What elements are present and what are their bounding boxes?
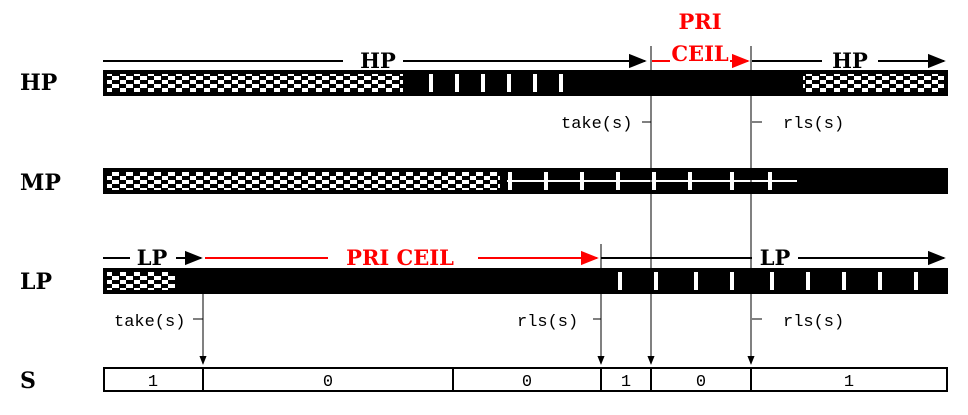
event-markers — [199, 46, 755, 365]
lp-hp-release-event-label: rls(s) — [783, 313, 844, 332]
hp-ceil-label-pri: PRI — [678, 9, 721, 34]
hp-phase-label-after: HP — [832, 48, 868, 73]
lp-phase-label-before: LP — [137, 245, 168, 270]
hp-ready-segment — [803, 74, 944, 92]
mp-ready-segment — [107, 172, 500, 190]
mp-blocked-ticks — [508, 172, 772, 190]
hp-take-event-label: take(s) — [561, 115, 632, 134]
hp-blocked-ticks — [429, 74, 563, 92]
semaphore-value: 1 — [148, 373, 158, 392]
semaphore-value: 1 — [844, 373, 854, 392]
row-label-lp: LP — [20, 269, 52, 295]
hp-phase-label-before: HP — [360, 48, 396, 73]
lp-ready-segment — [107, 272, 176, 290]
hp-phase-bar: HP PRI CEIL HP — [103, 9, 946, 73]
mp-timeline-track — [103, 168, 948, 194]
row-label-hp: HP — [20, 70, 57, 96]
lp-take-event-label: take(s) — [114, 313, 185, 332]
lp-blocked-ticks — [618, 272, 918, 290]
hp-ready-segment — [107, 74, 403, 92]
lp-phase-label-after: LP — [760, 245, 791, 270]
lp-phase-bar: LP PRI CEIL LP — [103, 245, 946, 270]
hp-release-event-label: rls(s) — [783, 115, 844, 134]
hp-ceil-label-ceil: CEIL — [671, 41, 729, 66]
semaphore-value: 0 — [696, 373, 706, 392]
semaphore-track: 1 0 0 1 0 1 — [103, 367, 948, 392]
lp-release-event-label: rls(s) — [517, 313, 578, 332]
semaphore-value: 0 — [323, 373, 333, 392]
row-label-mp: MP — [20, 170, 61, 196]
semaphore-value: 1 — [621, 373, 631, 392]
row-label-s: S — [20, 368, 36, 394]
lp-timeline-track — [103, 268, 948, 294]
hp-timeline-track — [103, 70, 948, 96]
semaphore-value: 0 — [522, 373, 532, 392]
lp-ceil-label: PRI CEIL — [346, 245, 454, 270]
